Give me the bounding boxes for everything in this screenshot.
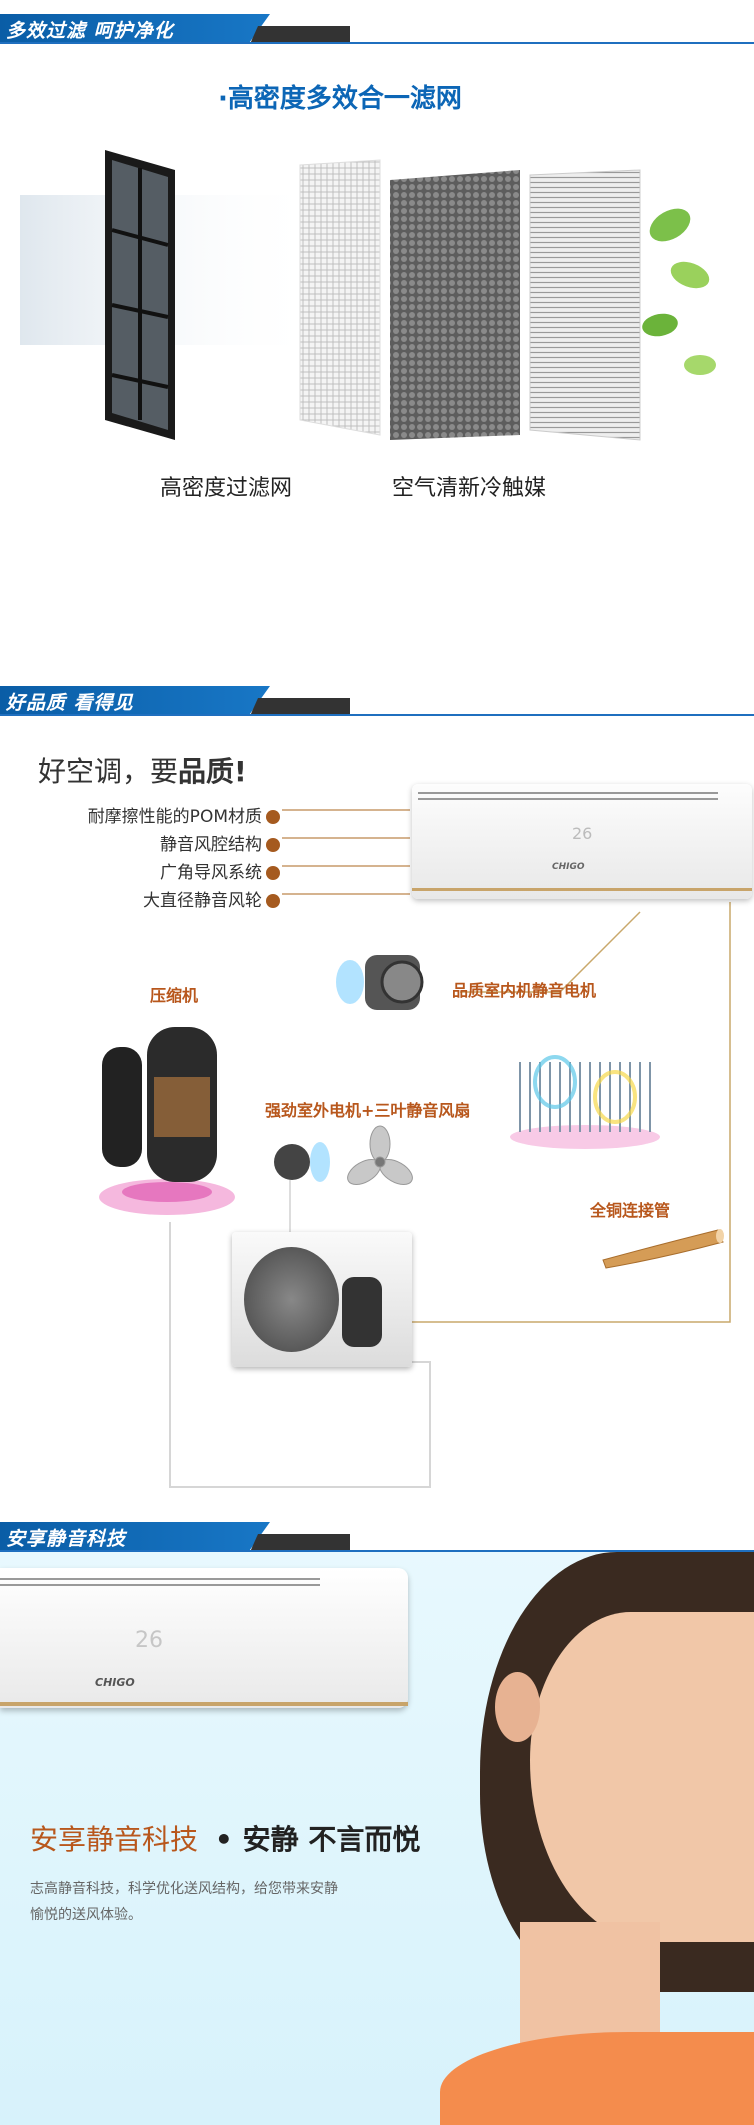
- label-copper-pipe: 全铜连接管: [590, 1201, 671, 1220]
- white-mesh-filter: [299, 159, 381, 436]
- unit-brand: CHIGO: [95, 1676, 135, 1689]
- unit-display: 26: [572, 824, 593, 843]
- label-outdoor-motor: 强劲室外电机+三叶静音风扇: [265, 1101, 471, 1120]
- section-title: 好品质 看得见: [6, 692, 134, 714]
- section-filter: 多效过滤 呵护净化 ·高密度多效合一滤网 高密度过滤网 空气清新冷触媒: [0, 0, 754, 640]
- heat-exchanger-illustration: [510, 1055, 660, 1149]
- headline-bold: • 安静 不言而悦: [214, 1823, 421, 1856]
- outdoor-motor-fan-illustration: [274, 1125, 413, 1185]
- label-compressor: 压缩机: [150, 986, 199, 1005]
- silent-description: 志高静音科技，科学优化送风结构，给您带来安静 愉悦的送风体验。: [30, 1881, 338, 1923]
- feature-item: 大直径静音风轮: [40, 886, 280, 914]
- indoor-unit: 26 CHIGO: [0, 1568, 408, 1708]
- feature-item: 广角导风系统: [40, 858, 280, 886]
- grey-fine-filter: [529, 169, 641, 441]
- unit-brand: CHIGO: [552, 862, 585, 872]
- section-quality: 好品质 看得见 好空调，要品质! 耐摩擦性能的POM材质 静音风腔结构 广角导风…: [0, 672, 754, 1502]
- woman-portrait: [440, 1552, 754, 2125]
- label-cold-catalyst: 空气清新冷触媒: [392, 476, 547, 501]
- section-header: 好品质 看得见: [0, 672, 754, 716]
- indoor-motor-illustration: [336, 955, 424, 1010]
- section-title: 多效过滤 呵护净化: [6, 20, 174, 42]
- filter-illustration: [20, 150, 716, 441]
- headline-text: 好空调，要: [38, 755, 179, 788]
- quality-headline: 好空调，要品质!: [38, 750, 247, 790]
- headline-orange: 安享静音科技: [30, 1823, 199, 1856]
- label-indoor-motor: 品质室内机静音电机: [452, 981, 597, 1000]
- silent-headline: 安享静音科技 • 安静 不言而悦: [30, 1818, 420, 1858]
- green-leaves: [642, 208, 716, 375]
- unit-display: 26: [135, 1628, 163, 1653]
- section-header: 安享静音科技: [0, 1508, 754, 1552]
- headline-bold: 品质!: [178, 755, 247, 788]
- indoor-unit: 26 CHIGO: [412, 784, 752, 899]
- copper-pipe-illustration: [602, 1229, 724, 1269]
- compressor-illustration: [99, 1027, 235, 1215]
- feature-item: 静音风腔结构: [40, 830, 280, 858]
- outdoor-unit: [232, 1232, 412, 1367]
- section-subtitle: ·高密度多效合一滤网: [218, 84, 462, 114]
- feature-item: 耐摩擦性能的POM材质: [40, 802, 280, 830]
- label-high-density-filter: 高密度过滤网: [160, 476, 293, 501]
- dark-carbon-filter: [390, 170, 520, 440]
- section-header: 多效过滤 呵护净化: [0, 0, 754, 44]
- black-filter-frame: [105, 150, 175, 440]
- feature-list: 耐摩擦性能的POM材质 静音风腔结构 广角导风系统 大直径静音风轮: [40, 802, 280, 914]
- section-silent: 安享静音科技 26 CHIGO 安享静音科技 • 安静 不言而悦 志高静音科技，…: [0, 1508, 754, 2125]
- section-title: 安享静音科技: [6, 1528, 127, 1550]
